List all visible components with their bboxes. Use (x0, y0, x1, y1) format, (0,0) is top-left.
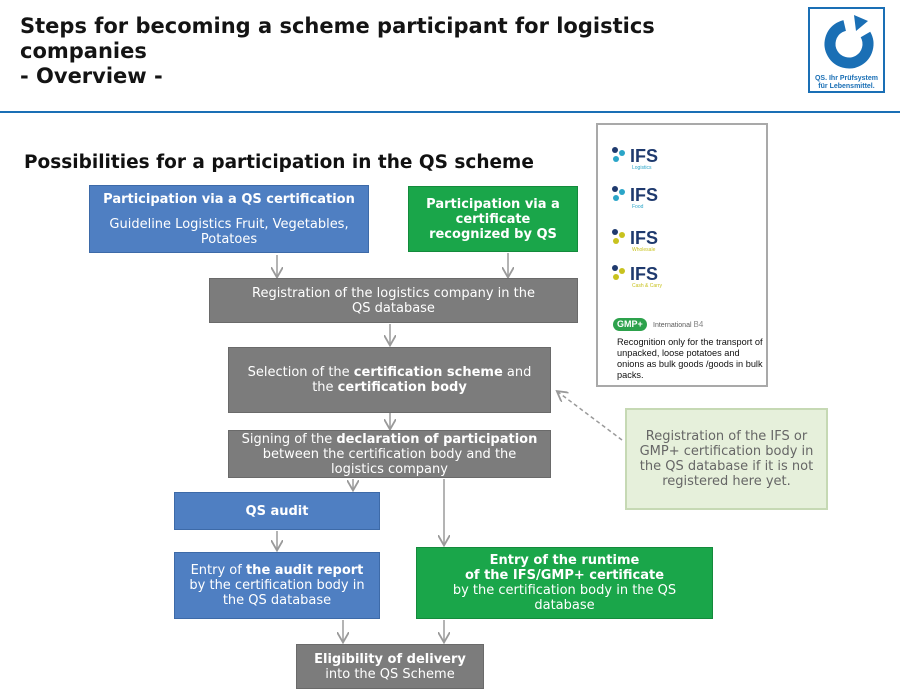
registration-line-2: QS database (352, 300, 435, 316)
ifs-registration-line-4: registered here yet. (662, 474, 791, 489)
qs-audit-label: QS audit (245, 503, 309, 519)
ifs-registration-line-1: Registration of the IFS or (645, 429, 808, 444)
runtime-line-3: by the certification body in the QS (452, 583, 677, 598)
signing-line-3: logistics company (331, 461, 448, 477)
title-line-1: Steps for becoming a scheme participant … (20, 14, 655, 38)
logo-text-line-2: für Lebensmittel. (818, 83, 875, 90)
recognized-standards-panel: IFS Logistics IFS Food IFS Wholesale IFS… (596, 123, 768, 387)
audit-report-bold: the audit report (245, 563, 364, 578)
ifs-cash-carry-word: IFS (630, 264, 659, 284)
selection-bold-2: certification body (337, 380, 467, 395)
qs-logo: QS. Ihr Prüfsystem für Lebensmittel. (808, 7, 885, 93)
gmp-code: B4 (693, 320, 704, 329)
ifs-dots-icon (612, 229, 625, 244)
audit-report-box: Entry of the audit report by the certifi… (174, 552, 380, 619)
ifs-dots-icon (612, 186, 625, 201)
ifs-logistics-variant: Logistics (632, 165, 652, 171)
recognized-certificate-box: Participation via a certificate recogniz… (408, 186, 578, 252)
eligibility-box: Eligibility of delivery into the QS Sche… (296, 644, 484, 689)
eligibility-bold: Eligibility of delivery (314, 651, 466, 667)
page-title: Steps for becoming a scheme participant … (20, 14, 720, 89)
ifs-registration-line-3: the QS database if it is not (639, 459, 814, 474)
qs-cert-body: Guideline Logistics Fruit, Vegetables, P… (109, 216, 349, 247)
signing-bold: declaration of participation (336, 431, 538, 447)
signing-line-2: between the certification body and the (262, 446, 517, 462)
recognized-line-1: Participation via a (426, 196, 560, 212)
selection-pre-2: the (312, 380, 338, 395)
signing-box: Signing of the declaration of participat… (228, 430, 551, 478)
ifs-cash-carry-variant: Cash & Carry (632, 283, 663, 289)
ifs-dots-icon (612, 265, 625, 280)
audit-report-pre: Entry of (190, 563, 246, 578)
ifs-registration-box: Registration of the IFS or GMP+ certific… (625, 408, 828, 510)
audit-report-line-3: the QS database (222, 593, 332, 608)
registration-box: Registration of the logistics company in… (209, 278, 578, 323)
selection-pre: Selection of the (247, 365, 354, 380)
runtime-entry-box: Entry of the runtime of the IFS/GMP+ cer… (416, 547, 713, 619)
qs-cert-title: Participation via a QS certification (103, 191, 355, 207)
logo-text-line-1: QS. Ihr Prüfsystem (814, 75, 879, 82)
selection-box: Selection of the certification scheme an… (228, 347, 551, 413)
runtime-line-1: Entry of the runtime (489, 553, 640, 568)
section-subtitle: Possibilities for a participation in the… (24, 152, 534, 173)
header-divider (0, 111, 900, 113)
ifs-dots-icon (612, 147, 625, 162)
recognized-line-2: certificate (455, 211, 531, 227)
title-line-3: - Overview - (20, 64, 163, 88)
qs-certification-box: Participation via a QS certification Gui… (89, 185, 369, 253)
gmp-plus-badge: GMP+ (613, 318, 647, 331)
ifs-wholesale-word: IFS (630, 228, 659, 248)
audit-report-line-2: by the certification body in (189, 578, 365, 593)
arrow-ifs-registration-to-selection (558, 392, 623, 441)
gmp-international: International B4 (653, 320, 703, 329)
signing-pre: Signing of the (241, 431, 337, 447)
ifs-logistics-word: IFS (630, 146, 659, 166)
selection-bold-1: certification scheme (353, 365, 503, 380)
title-line-2: companies (20, 39, 147, 63)
gmp-suffix: International (653, 322, 692, 329)
gmp-recognition-note: Recognition only for the transport of un… (617, 337, 763, 380)
registration-line-1: Registration of the logistics company in… (252, 285, 535, 301)
ifs-food-variant: Food (632, 204, 644, 210)
recognized-line-3: recognized by QS (429, 226, 557, 242)
selection-mid: and (502, 365, 532, 380)
ifs-registration-line-2: GMP+ certification body in (639, 444, 814, 459)
eligibility-line-2: into the QS Scheme (325, 666, 455, 682)
ifs-food-word: IFS (630, 185, 659, 205)
qs-logo-icon (824, 15, 874, 69)
qs-audit-box: QS audit (174, 492, 380, 530)
runtime-line-2: of the IFS/GMP+ certificate (464, 568, 665, 583)
ifs-wholesale-variant: Wholesale (632, 247, 656, 253)
runtime-line-4: database (534, 598, 595, 613)
